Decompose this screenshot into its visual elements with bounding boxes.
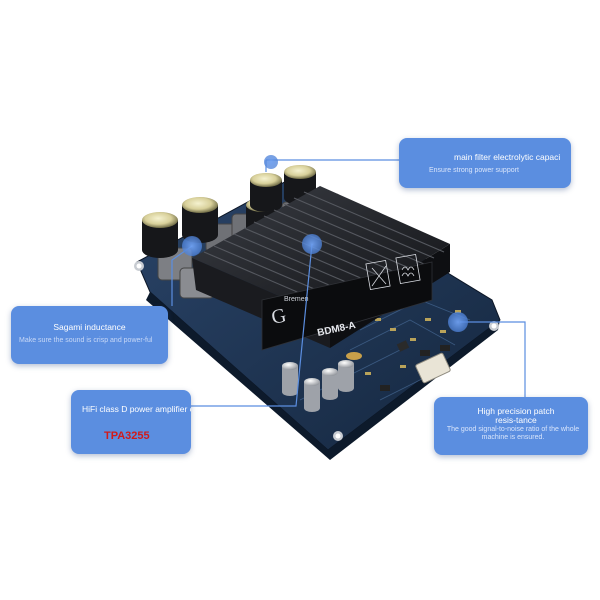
callout-capacitor: main filter electrolytic capaci Ensure s… (399, 138, 571, 188)
callout-amplifier-title: HiFi class D power amplifier chi (82, 404, 191, 414)
heatsink-brand-text: Bremen (284, 296, 309, 303)
callout-resistance-title: High precision patch resis-tance (477, 406, 555, 425)
highlight-markers (182, 155, 468, 332)
callout-capacitor-subtitle: Ensure strong power support (429, 167, 519, 174)
callout-inductance: Sagami inductance Make sure the sound is… (11, 306, 168, 364)
callout-inductance-subtitle: Make sure the sound is crisp and power-f… (19, 337, 153, 344)
callout-amplifier-chip: TPA3255 (104, 430, 150, 442)
callout-inductance-title: Sagami inductance (53, 322, 126, 332)
callout-capacitor-title: main filter electrolytic capaci (454, 152, 561, 162)
svg-text:G: G (269, 304, 288, 329)
input-connector (396, 340, 451, 384)
callout-resistance-subtitle: The good signal-to-noise ratio of the wh… (446, 426, 580, 441)
callout-resistance: High precision patch resis-tance The goo… (434, 397, 588, 455)
small-capacitors (282, 352, 362, 412)
heatsink: BDM8-A G (192, 186, 450, 351)
callout-amplifier: HiFi class D power amplifier chi TPA3255 (71, 390, 191, 454)
